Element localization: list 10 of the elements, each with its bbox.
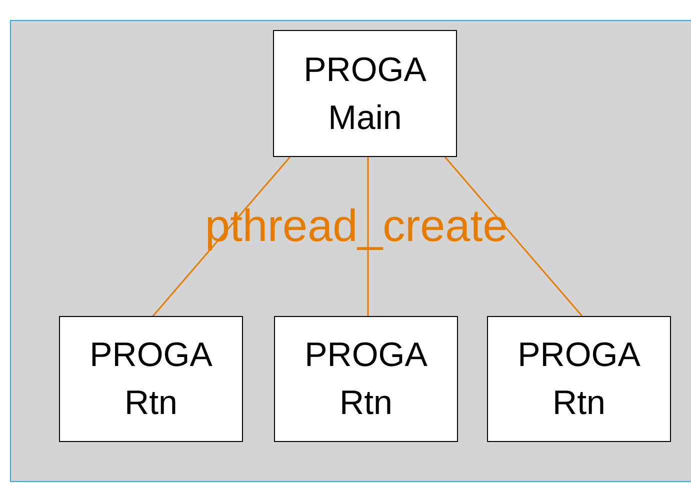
process-box: [274, 316, 458, 442]
process-box: [487, 316, 671, 442]
box-label: PROGA Main: [302, 50, 428, 138]
box-label: PROGA Rtn: [304, 335, 428, 424]
box-label: PROGA Rtn: [88, 335, 214, 424]
connector-line: [444, 156, 583, 316]
process-box: [59, 316, 243, 442]
connector-line: [152, 156, 291, 316]
process-box: [273, 30, 457, 157]
box-label: PROGA Rtn: [516, 335, 642, 424]
